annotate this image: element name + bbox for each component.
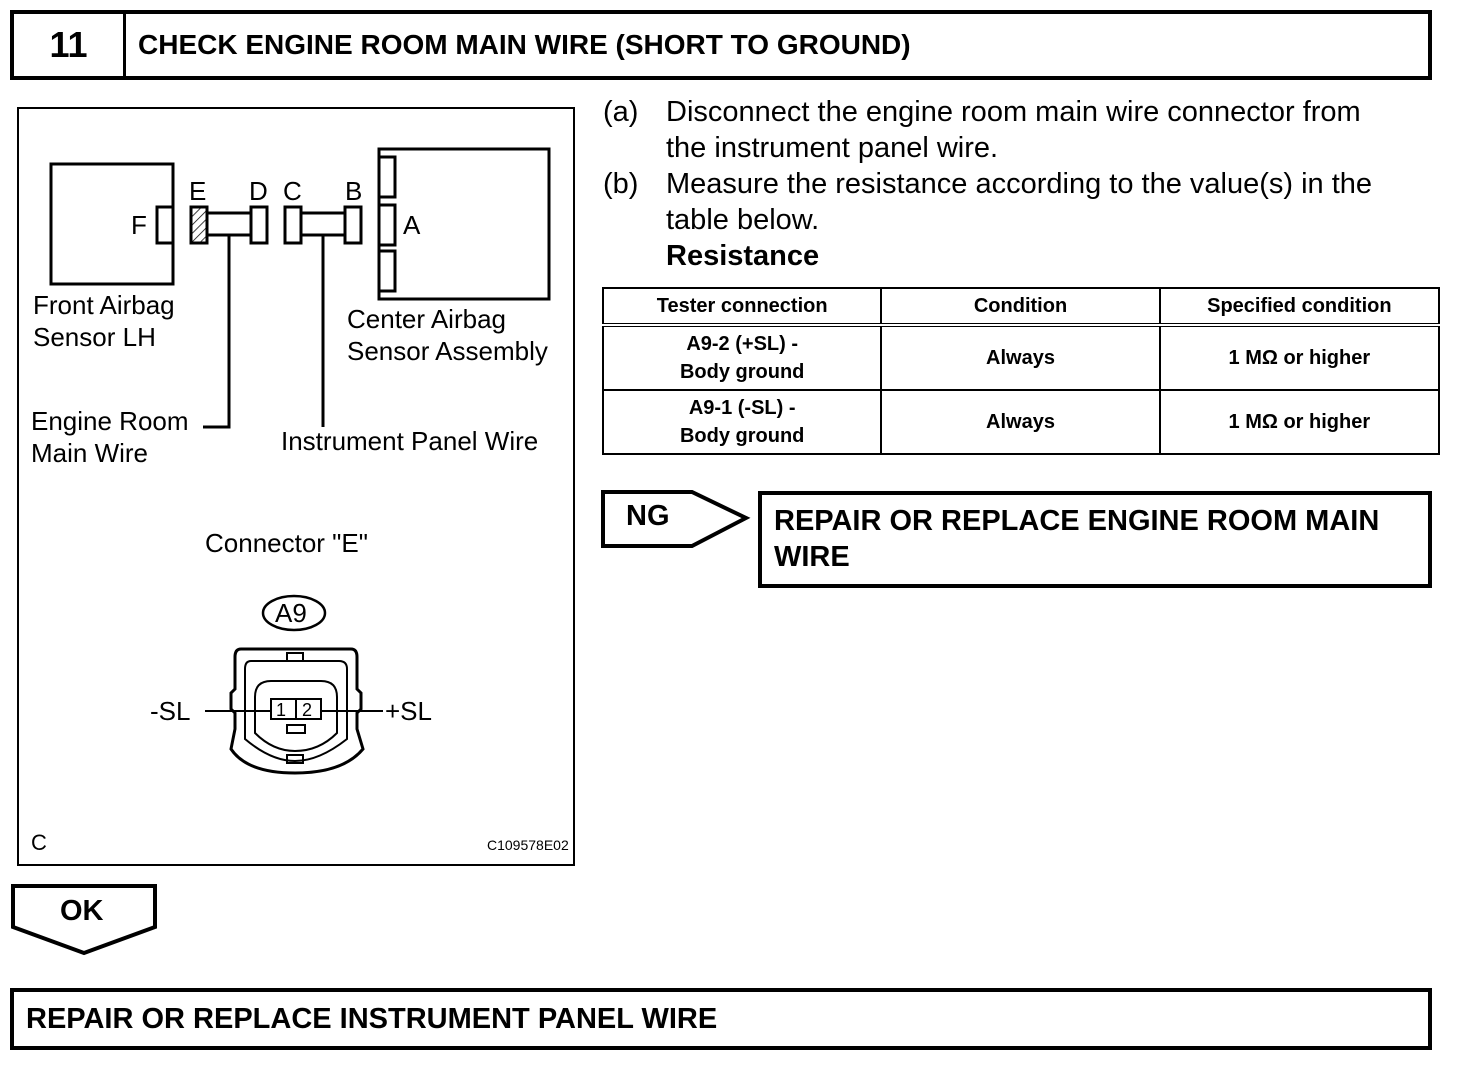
header-condition: Condition — [880, 287, 1161, 327]
connector-a-bottom — [377, 249, 397, 293]
table-row: A9-1 (-SL) - Body ground Always 1 MΩ or … — [601, 389, 1441, 455]
label-pos-sl: +SL — [385, 696, 432, 726]
connector-e-face — [205, 647, 383, 775]
step-a-line1: Disconnect the engine room main wire con… — [666, 96, 1361, 128]
ok-arrow — [11, 884, 157, 956]
ng-result-box: REPAIR OR REPLACE ENGINE ROOM MAIN WIRE — [758, 491, 1432, 588]
front-sensor-box — [49, 162, 175, 286]
cell-condition: Always — [880, 324, 1161, 391]
label-connector-e: E — [189, 176, 207, 206]
ok-action-text: REPAIR OR REPLACE INSTRUMENT PANEL WIRE — [26, 1003, 718, 1035]
cell-condition: Always — [880, 389, 1161, 455]
connector-b — [343, 205, 363, 245]
label-connector-id: A9 — [275, 598, 307, 628]
ng-arrow — [601, 490, 751, 548]
label-connector-b: B — [345, 176, 363, 206]
a9-oval — [261, 594, 327, 632]
step-header: 11 CHECK ENGINE ROOM MAIN WIRE (SHORT TO… — [10, 10, 1432, 80]
diagram-drawing — [49, 147, 551, 775]
label-connector-caption: Connector "E" — [205, 528, 368, 558]
label-engine-wire-2: Main Wire — [31, 438, 149, 468]
connector-a-top — [377, 155, 397, 199]
wiring-diagram: F E D C B A Front Airbag Sensor LH Cente… — [17, 107, 575, 866]
step-number: 11 — [14, 14, 126, 76]
label-center-sensor-2: Sensor Assembly — [347, 336, 548, 366]
label-center-sensor-1: Center Airbag — [347, 304, 506, 334]
connector-a-mid — [377, 203, 397, 247]
label-connector-f: F — [131, 210, 147, 240]
ok-label: OK — [60, 895, 104, 927]
cell-spec: 1 MΩ or higher — [1158, 324, 1441, 391]
step-b-line1: Measure the resistance according to the … — [666, 168, 1373, 200]
cell-connection: A9-1 (-SL) - Body ground — [601, 389, 883, 455]
label-connector-d: D — [249, 176, 268, 206]
connection-line: Body ground — [679, 425, 805, 447]
step-title: CHECK ENGINE ROOM MAIN WIRE (SHORT TO GR… — [138, 29, 911, 60]
cell-spec: 1 MΩ or higher — [1158, 389, 1441, 455]
connection-line: A9-2 (+SL) - — [686, 333, 799, 355]
label-connector-a: A — [403, 210, 421, 240]
label-front-sensor-1: Front Airbag — [33, 290, 175, 320]
label-engine-wire-1: Engine Room — [31, 406, 189, 436]
header-specified-condition: Specified condition — [1158, 287, 1441, 327]
step-b-marker: (b) — [603, 168, 639, 200]
table-header-row: Tester connection Condition Specified co… — [601, 287, 1441, 327]
table-row: A9-2 (+SL) - Body ground Always 1 MΩ or … — [601, 324, 1441, 391]
figure-code: C109578E02 — [487, 837, 569, 853]
engine-wire-leader — [203, 235, 231, 429]
label-pin-2: 2 — [302, 700, 313, 720]
label-connector-c: C — [283, 176, 302, 206]
header-tester-connection: Tester connection — [601, 287, 883, 327]
connection-line: Body ground — [679, 361, 805, 383]
ng-label: NG — [626, 500, 670, 532]
connector-c — [283, 205, 303, 245]
connector-d — [249, 205, 269, 245]
connector-e — [189, 205, 209, 245]
connector-f — [155, 205, 175, 245]
ok-result-box: REPAIR OR REPLACE INSTRUMENT PANEL WIRE — [10, 988, 1432, 1050]
step-b-line2: table below. — [666, 204, 820, 236]
label-pin-1: 1 — [276, 700, 287, 720]
engine-wire-body — [205, 211, 253, 237]
label-instrument-wire: Instrument Panel Wire — [281, 426, 539, 456]
instrument-wire-body — [299, 211, 347, 237]
label-front-sensor-2: Sensor LH — [33, 322, 156, 352]
step-a-marker: (a) — [603, 96, 639, 128]
label-neg-sl: -SL — [150, 696, 191, 726]
connection-line: A9-1 (-SL) - — [688, 397, 796, 419]
resistance-heading: Resistance — [666, 240, 820, 272]
ng-action-text: REPAIR OR REPLACE ENGINE ROOM MAIN WIRE — [774, 505, 1380, 573]
step-a-line2: the instrument panel wire. — [666, 132, 999, 164]
resistance-table: Tester connection Condition Specified co… — [601, 287, 1441, 455]
cell-connection: A9-2 (+SL) - Body ground — [601, 324, 883, 391]
label-corner-letter: C — [31, 830, 47, 855]
